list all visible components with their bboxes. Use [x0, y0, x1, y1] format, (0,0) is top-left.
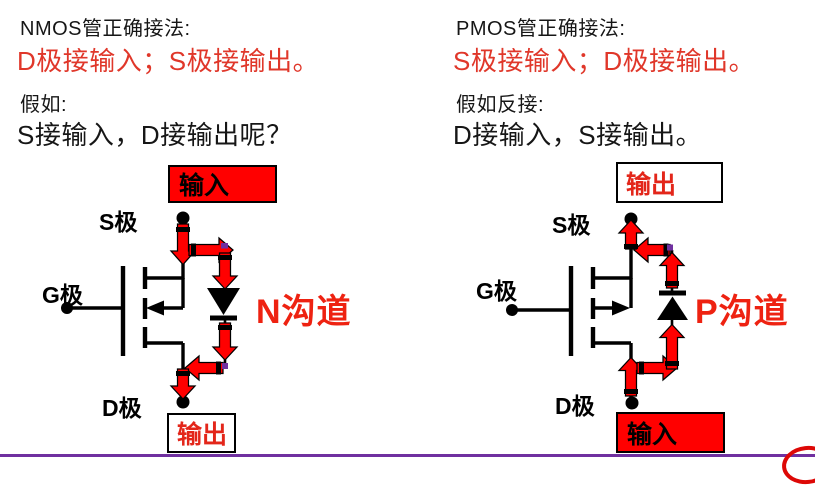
pmos-rule: S极接输入；D极接输出。 — [453, 46, 756, 76]
pmos-gate-label: G极 — [476, 278, 517, 304]
nmos-source-terminal-dot — [176, 211, 190, 225]
nmos-gate-terminal-dot — [61, 302, 73, 314]
nmos-body-diode — [207, 288, 240, 321]
pmos-circuit — [506, 212, 688, 410]
nmos-hypothesis: 假如: — [20, 94, 68, 116]
pmos-body-arrowhead — [612, 300, 630, 316]
pmos-source-label: S极 — [552, 212, 591, 238]
nmos-mosfet-symbol — [61, 211, 190, 409]
slide: { "slide": { "background_color": "#FFFFF… — [0, 18, 815, 487]
nmos-source-label: S极 — [99, 209, 138, 235]
nmos-circuit — [61, 211, 240, 409]
pmos-drain-label: D极 — [555, 393, 595, 419]
footer-divider-line — [0, 454, 815, 457]
nmos-rule: D极接输入；S极接输出。 — [17, 46, 320, 76]
nmos-question: S接输入，D接输出呢？ — [17, 120, 293, 150]
pmos-channel-label: P沟道 — [695, 293, 789, 331]
pmos-output-box-label: 输出 — [626, 170, 677, 199]
pmos-current-path-arrows — [617, 219, 686, 397]
pmos-input-box-label: 输入 — [627, 420, 678, 449]
pmos-hypothesis: 假如反接: — [456, 94, 545, 116]
nmos-drain-terminal-dot — [176, 395, 190, 409]
nmos-channel-label: N沟道 — [256, 293, 352, 331]
nmos-body-arrowhead — [146, 300, 164, 316]
pmos-output-box: 输出 — [616, 162, 723, 203]
nmos-current-path-arrows — [169, 223, 239, 400]
pmos-source-terminal-dot — [624, 212, 638, 226]
pmos-body-diode — [657, 290, 688, 320]
nmos-drain-label: D极 — [102, 395, 142, 421]
circuit-graphics — [61, 211, 688, 410]
nmos-gate-label: G极 — [42, 282, 83, 308]
nmos-heading: NMOS管正确接法: — [20, 18, 191, 40]
nmos-input-box-label: 输入 — [179, 172, 230, 200]
nmos-output-box-label: 输出 — [177, 421, 228, 449]
nmos-input-box: 输入 — [168, 165, 277, 203]
nmos-output-box: 输出 — [167, 413, 236, 453]
pmos-question: D接输入，S接输出。 — [453, 120, 703, 150]
pmos-input-box: 输入 — [616, 412, 725, 453]
pmos-heading: PMOS管正确接法: — [456, 18, 626, 40]
pmos-mosfet-symbol — [506, 212, 639, 410]
pmos-gate-terminal-dot — [506, 304, 518, 316]
pmos-drain-terminal-dot — [625, 396, 639, 410]
